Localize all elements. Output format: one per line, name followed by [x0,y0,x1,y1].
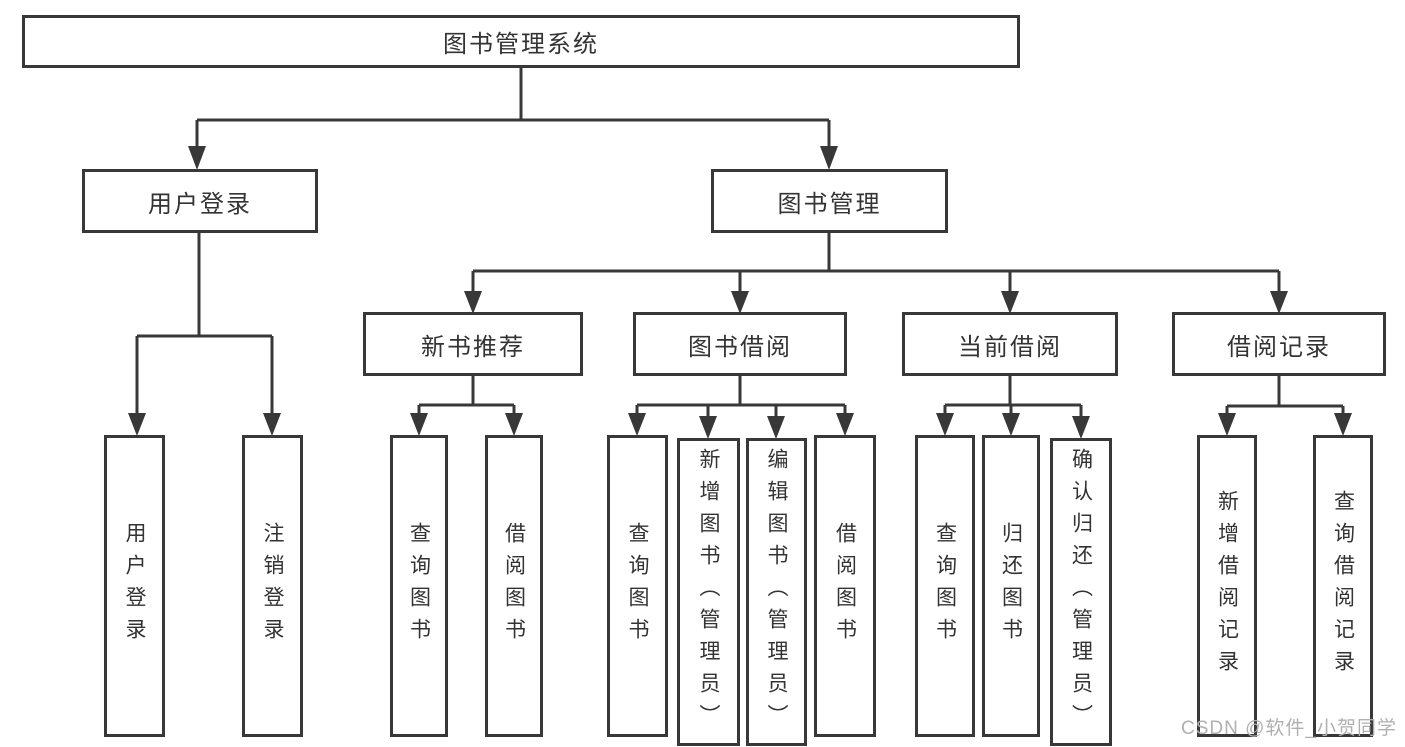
leaf-bb-borrow-book-label: 借阅图书 [833,522,857,650]
leaf-bb-edit-book-label: 编辑图书（管理员） [765,448,788,736]
leaf-logout-label: 注销登录 [261,522,284,650]
node-book-borrow: 图书借阅 [633,312,847,376]
leaf-nb-query-book-label: 查询图书 [407,522,431,650]
leaf-bb-add-book: 新增图书（管理员） [677,438,740,746]
leaf-cb-query-book: 查询图书 [915,435,975,737]
leaf-cb-confirm-return-label: 确认归还（管理员） [1069,448,1093,736]
leaf-br-add-record: 新增借阅记录 [1197,435,1257,737]
node-new-book-recommend-label: 新书推荐 [421,333,525,361]
node-user-login-label: 用户登录 [148,190,252,218]
node-root-label: 图书管理系统 [443,31,599,58]
leaf-cb-return-book: 归还图书 [982,435,1040,737]
node-user-login: 用户登录 [82,169,318,233]
leaf-bb-query-book-label: 查询图书 [626,522,649,650]
leaf-logout: 注销登录 [242,435,303,737]
csdn-watermark: CSDN @软件_小贺同学 [1181,718,1397,739]
node-borrow-records-label: 借阅记录 [1227,333,1331,361]
leaf-cb-confirm-return: 确认归还（管理员） [1050,438,1112,746]
leaf-nb-borrow-book-label: 借阅图书 [502,522,526,650]
leaf-br-query-record: 查询借阅记录 [1313,435,1373,737]
node-current-borrow: 当前借阅 [902,312,1118,376]
leaf-nb-borrow-book: 借阅图书 [485,435,543,737]
leaf-bb-edit-book: 编辑图书（管理员） [746,438,807,746]
node-root: 图书管理系统 [22,15,1020,68]
leaf-user-login: 用户登录 [104,435,165,737]
leaf-cb-return-book-label: 归还图书 [999,522,1023,650]
leaf-bb-borrow-book: 借阅图书 [814,435,876,737]
leaf-bb-add-book-label: 新增图书（管理员） [697,448,720,736]
node-new-book-recommend: 新书推荐 [363,312,583,376]
leaf-nb-query-book: 查询图书 [390,435,448,737]
node-borrow-records: 借阅记录 [1172,312,1386,376]
leaf-br-query-record-label: 查询借阅记录 [1331,490,1355,682]
leaf-bb-query-book: 查询图书 [607,435,668,737]
leaf-br-add-record-label: 新增借阅记录 [1215,490,1239,682]
node-current-borrow-label: 当前借阅 [958,333,1062,361]
leaf-user-login-label: 用户登录 [123,522,146,650]
leaf-cb-query-book-label: 查询图书 [933,522,957,650]
node-book-management-label: 图书管理 [777,190,882,218]
node-book-borrow-label: 图书借阅 [688,333,792,361]
node-book-management: 图书管理 [711,169,948,233]
